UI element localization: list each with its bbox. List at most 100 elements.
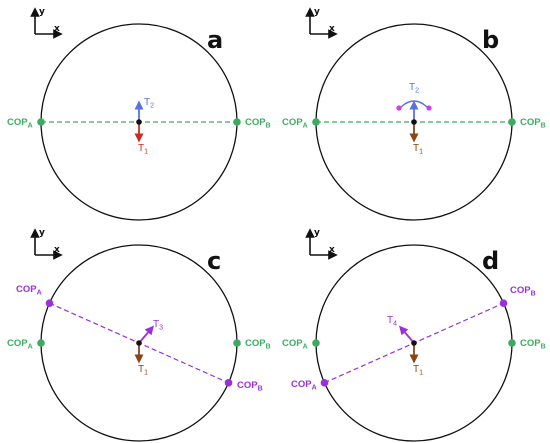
cop-b-tilted-label-subscript: B [258, 386, 263, 393]
cop-a-point [37, 118, 45, 126]
y-axis-label: y [39, 228, 45, 238]
cop-b-label-base: COP [245, 117, 266, 128]
cop-a-label: COPA [7, 338, 33, 351]
t3-label-subscript: 3 [159, 325, 163, 332]
cop-a-tilted-label: COPA [16, 284, 42, 297]
cop-a-label-base: COP [7, 117, 28, 128]
t2-label: T2 [409, 82, 419, 95]
cop-a-label-subscript: A [303, 123, 308, 130]
t2-label: T2 [144, 97, 154, 110]
rotation-endpoint-right [426, 105, 432, 111]
cop-b-label-subscript: B [541, 344, 546, 351]
axes-indicator: yx [30, 228, 63, 260]
cop-a-point [312, 118, 320, 126]
t4-label: T4 [387, 315, 397, 328]
cop-b-tilted-point [224, 379, 233, 387]
cop-b-label-subscript: B [541, 123, 546, 130]
cop-b-label: COPB [245, 338, 271, 351]
cop-b-label-subscript: B [266, 123, 271, 130]
t2-label-subscript: 2 [415, 88, 419, 95]
t1-label-base: T [413, 364, 419, 375]
cop-a-tilted-label-base: COP [291, 379, 312, 390]
cop-a-label-base: COP [7, 338, 28, 349]
cop-b-label-base: COP [520, 338, 541, 349]
cop-a-label-base: COP [282, 338, 303, 349]
y-axis-label: y [314, 7, 320, 17]
x-axis-label: x [54, 245, 60, 255]
cop-a-label: COPA [7, 117, 33, 130]
panel-letter: a [207, 26, 223, 54]
t1-label: T1 [138, 364, 148, 377]
t2-label-base: T [409, 82, 415, 93]
cop-a-tilted-label-subscript: A [37, 290, 42, 297]
axes-indicator: yx [30, 7, 63, 39]
cop-a-tilted-label: COPA [291, 379, 317, 392]
cop-b-tilted-point [499, 299, 508, 307]
cop-b-label: COPB [245, 117, 271, 130]
cop-b-point [233, 118, 241, 126]
cop-a-tilted-point [320, 379, 329, 387]
t1-label: T1 [138, 143, 148, 156]
cop-a-label: COPA [282, 338, 308, 351]
t4-label-subscript: 4 [393, 321, 397, 328]
t1-label-base: T [413, 143, 419, 154]
cop-b-tilted-label-base: COP [510, 285, 531, 296]
center-point [136, 340, 142, 346]
cop-b-label-base: COP [245, 338, 266, 349]
cop-b-tilted-label-subscript: B [531, 291, 536, 298]
t1-label-base: T [138, 143, 144, 154]
cop-a-label-subscript: A [303, 344, 308, 351]
panel-letter: d [482, 247, 499, 275]
t1-label: T1 [413, 364, 423, 377]
cop-a-tilted-label-subscript: A [312, 385, 317, 392]
t3-arrow [138, 325, 154, 344]
x-axis-label: x [329, 24, 335, 34]
cop-b-tilted-label: COPB [237, 380, 263, 393]
x-axis-label: x [54, 24, 60, 34]
t3-label-base: T [153, 319, 159, 330]
t3-label: T3 [153, 319, 163, 332]
center-point [411, 340, 417, 346]
axes-indicator: yx [305, 228, 338, 260]
y-axis-label: y [314, 228, 320, 238]
cop-a-label: COPA [282, 117, 308, 130]
t2-label-base: T [144, 97, 150, 108]
cop-a-point [312, 339, 320, 347]
cop-b-label-base: COP [520, 117, 541, 128]
cop-a-label-subscript: A [28, 123, 33, 130]
cop-a-tilted-point [45, 299, 54, 307]
panel-letter: c [207, 247, 221, 275]
t1-label-base: T [138, 364, 144, 375]
t2-label-subscript: 2 [150, 103, 154, 110]
cop-a-point [37, 339, 45, 347]
t1-label: T1 [413, 143, 423, 156]
t1-label-subscript: 1 [419, 149, 423, 156]
x-axis-label: x [329, 245, 335, 255]
center-point [136, 119, 142, 125]
panel-letter: b [482, 26, 499, 54]
cop-b-point [233, 339, 241, 347]
y-axis-label: y [39, 7, 45, 17]
cop-b-label: COPB [520, 338, 546, 351]
cop-b-point [508, 118, 516, 126]
rotation-endpoint-left [396, 105, 402, 111]
t1-label-subscript: 1 [144, 370, 148, 377]
cop-a-tilted-label-base: COP [16, 284, 37, 295]
cop-b-tilted-label: COPB [510, 285, 536, 298]
t1-label-subscript: 1 [419, 370, 423, 377]
t4-arrow [399, 325, 415, 344]
cop-b-tilted-label-base: COP [237, 380, 258, 391]
center-point [411, 119, 417, 125]
cop-b-label: COPB [520, 117, 546, 130]
cop-a-label-subscript: A [28, 344, 33, 351]
axes-indicator: yx [305, 7, 338, 39]
cop-a-label-base: COP [282, 117, 303, 128]
t4-label-base: T [387, 315, 393, 326]
cop-b-label-subscript: B [266, 344, 271, 351]
cop-b-point [508, 339, 516, 347]
